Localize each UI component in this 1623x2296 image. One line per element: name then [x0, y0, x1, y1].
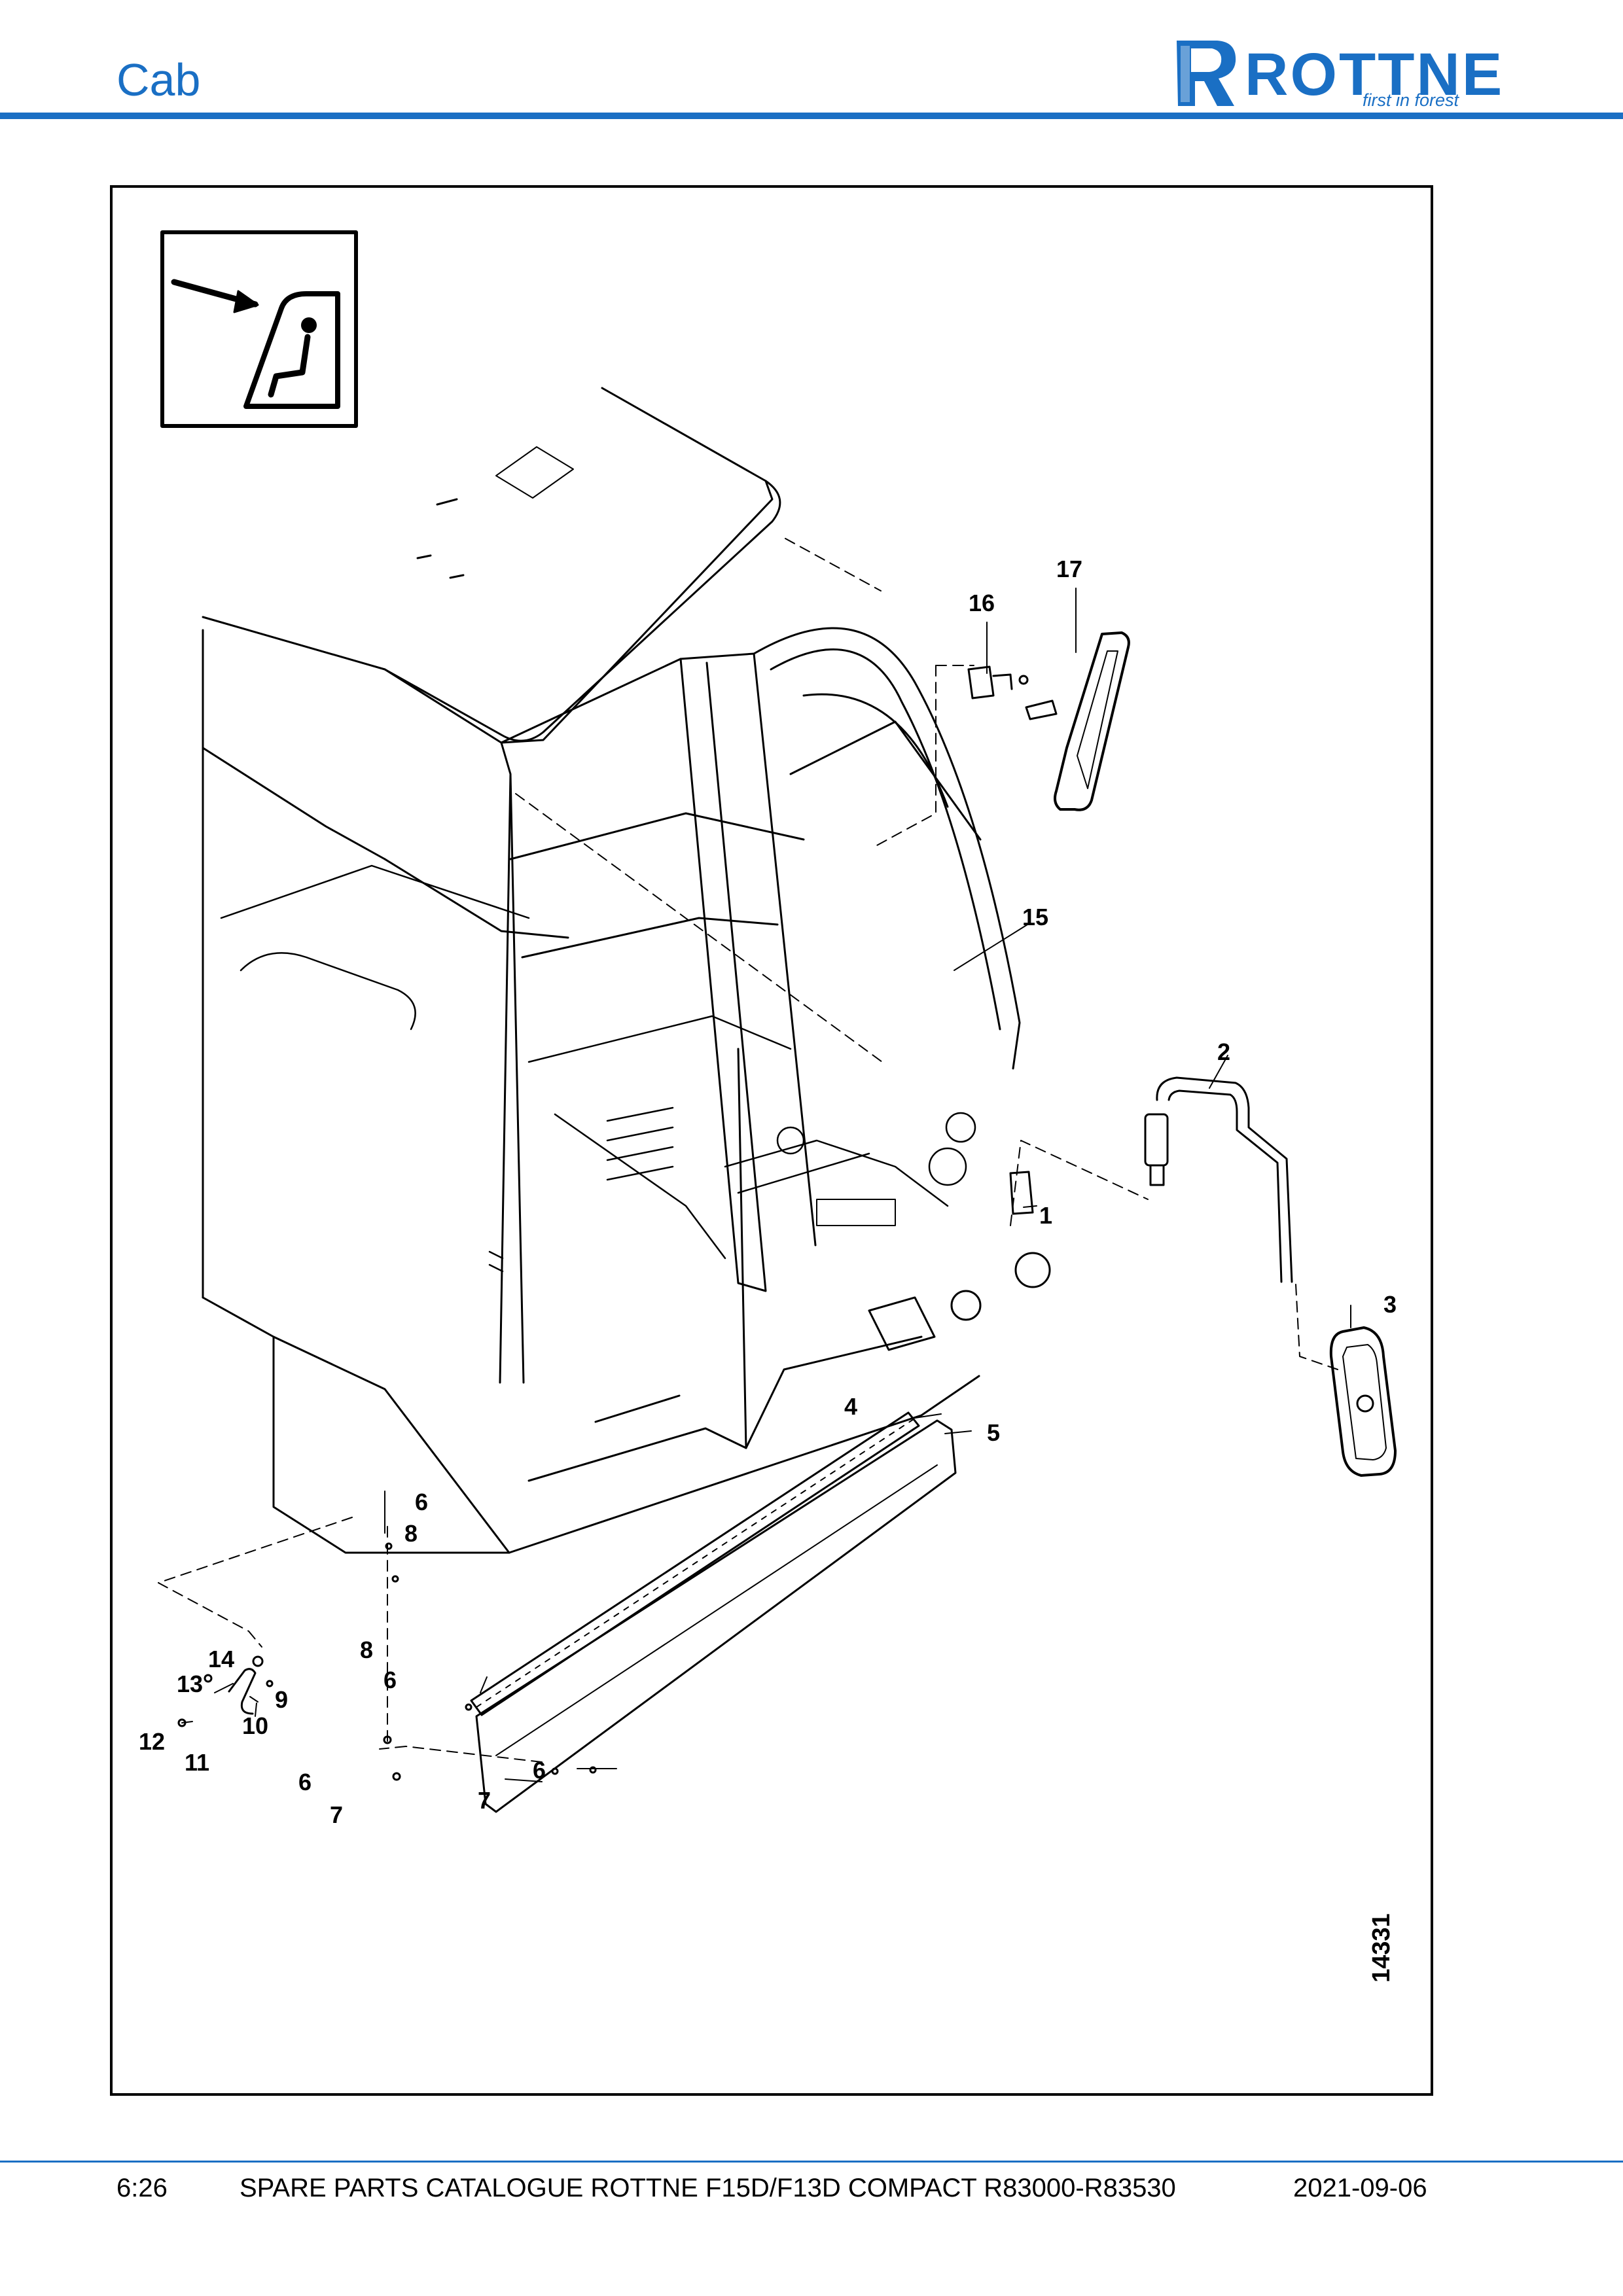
callout-7: 7: [330, 1801, 344, 1828]
drawing-number: 14331: [1368, 1913, 1395, 1983]
cab-location-icon: [160, 230, 358, 428]
sill-plate-5: [475, 1419, 957, 1813]
mirror-bracket-16: [967, 665, 1029, 699]
callout-4: 4: [844, 1393, 858, 1420]
callout-6: 6: [298, 1769, 312, 1795]
cab-lower-body: [202, 1048, 1051, 1554]
callout-6: 6: [383, 1667, 397, 1693]
exploded-view-dashed-lines: [158, 538, 1338, 1763]
callout-3: 3: [1383, 1291, 1397, 1318]
page-number: 6:26: [116, 2174, 168, 2202]
footer-divider: [0, 2161, 1623, 2163]
callout-16: 16: [969, 590, 995, 616]
callout-9: 9: [275, 1686, 289, 1713]
publication-date: 2021-09-06: [1293, 2174, 1427, 2202]
callout-14: 14: [208, 1646, 235, 1672]
logo-mark-icon: [1177, 41, 1236, 106]
figure-frame: [110, 185, 1433, 2096]
page-title: Cab: [116, 54, 201, 105]
callout-10: 10: [242, 1712, 269, 1739]
callout-12: 12: [139, 1728, 166, 1755]
logo-tagline: first in forest: [1363, 90, 1459, 110]
fasteners: [383, 1542, 597, 1781]
callout-11: 11: [185, 1749, 210, 1776]
callout-17: 17: [1056, 556, 1083, 582]
leader-lines: [181, 588, 1351, 1782]
logo-wordmark: ROTTNE: [1245, 41, 1505, 108]
cab-interior: [220, 864, 976, 1273]
bracket-1: [1009, 1171, 1034, 1215]
cab-exploded-view-drawing: [158, 230, 1397, 1813]
cab-roof: [383, 387, 781, 744]
callout-1: 1: [1039, 1202, 1053, 1229]
mirror-17: [1025, 631, 1130, 811]
mirror-arm-2: [1144, 1076, 1293, 1283]
header-divider: [0, 113, 1623, 119]
catalogue-title: SPARE PARTS CATALOGUE ROTTNE F15D/F13D C…: [240, 2174, 1176, 2202]
callout-13: 13: [177, 1670, 204, 1697]
callout-2: 2: [1217, 1038, 1231, 1065]
callout-6: 6: [533, 1757, 546, 1784]
callout-6: 6: [415, 1489, 429, 1515]
callout-7: 7: [478, 1787, 491, 1814]
sill-plate-4: [470, 1411, 920, 1716]
callout-8: 8: [360, 1636, 374, 1663]
mirror-3: [1329, 1326, 1397, 1477]
rottne-logo: ROTTNE first in forest: [1171, 34, 1512, 113]
cab-frame: [202, 616, 1021, 1384]
callout-5: 5: [987, 1419, 1001, 1446]
callout-15: 15: [1022, 904, 1049, 930]
callout-8: 8: [404, 1520, 418, 1547]
